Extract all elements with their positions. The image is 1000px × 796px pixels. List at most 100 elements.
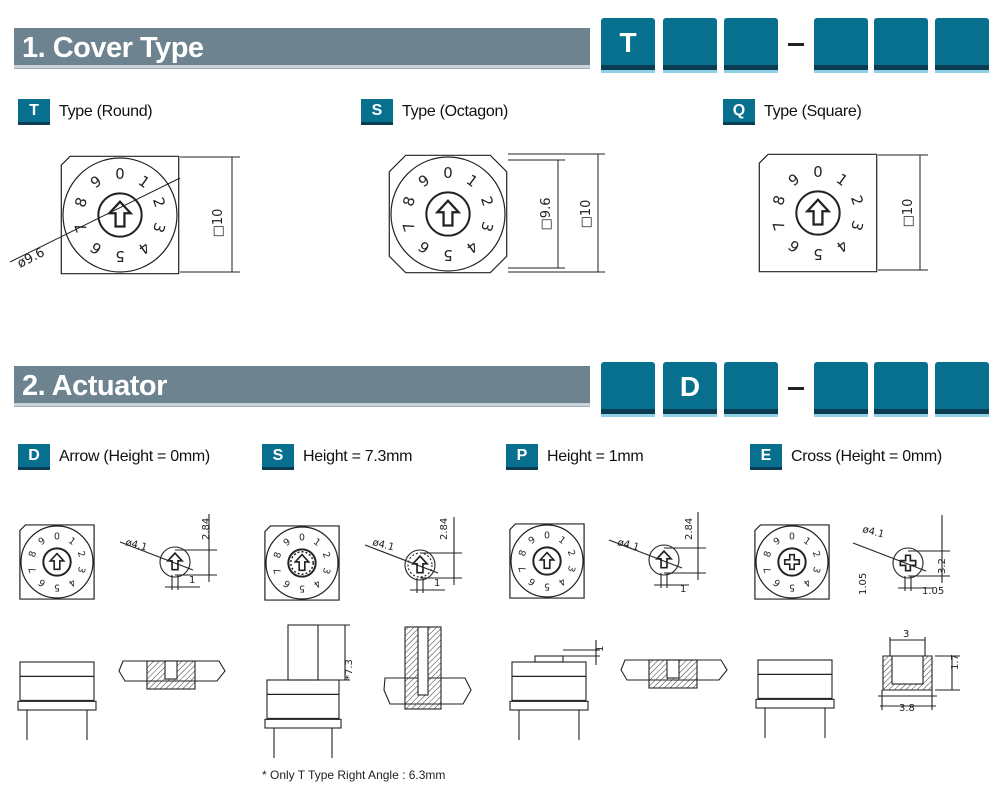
dim-height: 2.84 [684,518,695,540]
code-box-5 [874,18,928,70]
section-outline [620,659,728,681]
dial-digit: 9 [282,536,293,548]
label: Height = 7.3mm [303,448,413,465]
code-box-5 [874,362,928,414]
dimension-lines [898,515,950,591]
dial-digit: 9 [87,173,105,192]
slot [164,660,178,680]
leader-line [852,542,927,572]
code-box-2 [663,18,717,70]
cross-section [118,660,226,690]
arrow-icon [293,553,311,572]
actuator-height-1: P Height = 1mm [506,444,644,470]
dial-digit: 6 [772,576,783,588]
dim-width: 1 [434,578,440,589]
badge: T [18,99,50,125]
dial-ring [390,156,506,272]
section-outline [118,660,226,682]
dial-digit: 4 [833,236,851,255]
dial-digit: 4 [311,577,322,589]
dial-ring [265,526,339,600]
dimension-lines [654,512,706,588]
dial-digit: 7 [27,565,39,574]
dial-digit: 5 [299,583,305,594]
actuator-circle [42,547,72,577]
cross-section [620,659,728,689]
dial-digit: 9 [527,534,538,546]
dial-digit: 2 [847,193,866,207]
label: Type (Octagon) [402,103,509,120]
arrow-icon [106,200,134,228]
square-cover [60,155,180,275]
leader-line [119,541,194,571]
switch-body-side [509,661,589,740]
body-top [266,679,340,695]
actuator-circle [892,547,924,579]
code-box-1 [601,362,655,414]
dial-digit: 7 [770,218,789,232]
section-title-cover-type: 1. Cover Type [14,28,590,68]
dial-digit: 3 [149,220,168,234]
arrow-icon [804,198,832,226]
dial-digit: 5 [443,246,452,263]
dial-digit: 9 [785,171,803,190]
cross-icon [783,553,801,571]
code-box-3 [724,18,778,70]
actuator-detail [608,512,706,588]
actuator-detail [119,514,217,590]
body-middle [19,675,95,701]
dial-digit: 8 [517,549,529,558]
dial-digit: 9 [772,535,783,547]
switch-body-side [17,661,97,740]
badge: P [506,444,538,470]
dial-digit: 5 [813,245,822,262]
dial-digit: 6 [282,577,293,589]
dim-square-10: □10 [901,199,916,228]
dial-digit: 7 [72,220,91,234]
cover-type-square: Q Type (Square) [723,99,862,125]
badge: S [361,99,393,125]
label: Type (Square) [764,103,862,120]
dial-digit: 7 [762,565,774,574]
dial-digit: 8 [770,193,789,207]
dial-ring [755,525,829,599]
dial-digit: 1 [311,536,322,548]
dim-width: 1 [680,584,686,595]
dimension-lines [165,514,217,590]
square-cover [754,524,830,600]
dial-digit: 4 [463,237,481,256]
body-base [509,700,589,711]
arrow-icon [538,551,556,570]
code-box-6 [935,362,989,414]
code-dash [788,387,804,390]
square-cover [19,524,95,600]
actuator-circle [159,546,191,578]
dim-section-height: 1.7 [950,654,961,670]
actuator-circle [425,191,471,237]
dial-digit: 2 [75,550,87,559]
dial-digit: 3 [810,565,822,574]
dial-digit: 1 [66,535,77,547]
dial-digit: 8 [272,551,284,560]
body-top [19,661,95,677]
slot [891,655,924,685]
dial-ring [510,524,584,598]
dial-digit: 5 [115,247,124,264]
dial-digit: 0 [115,166,124,183]
dial-digit: 6 [785,236,803,255]
dimension-lines [563,640,600,665]
dial-digit: 0 [789,531,795,542]
footnote: * Only T Type Right Angle : 6.3mm [262,768,446,782]
arrow-icon [48,552,66,571]
dial-digit: 6 [37,576,48,588]
dim-square-9-6: □9.6 [539,198,554,231]
label: Height = 1mm [547,448,644,465]
dial-digit: 8 [400,194,419,208]
badge: Q [723,99,755,125]
